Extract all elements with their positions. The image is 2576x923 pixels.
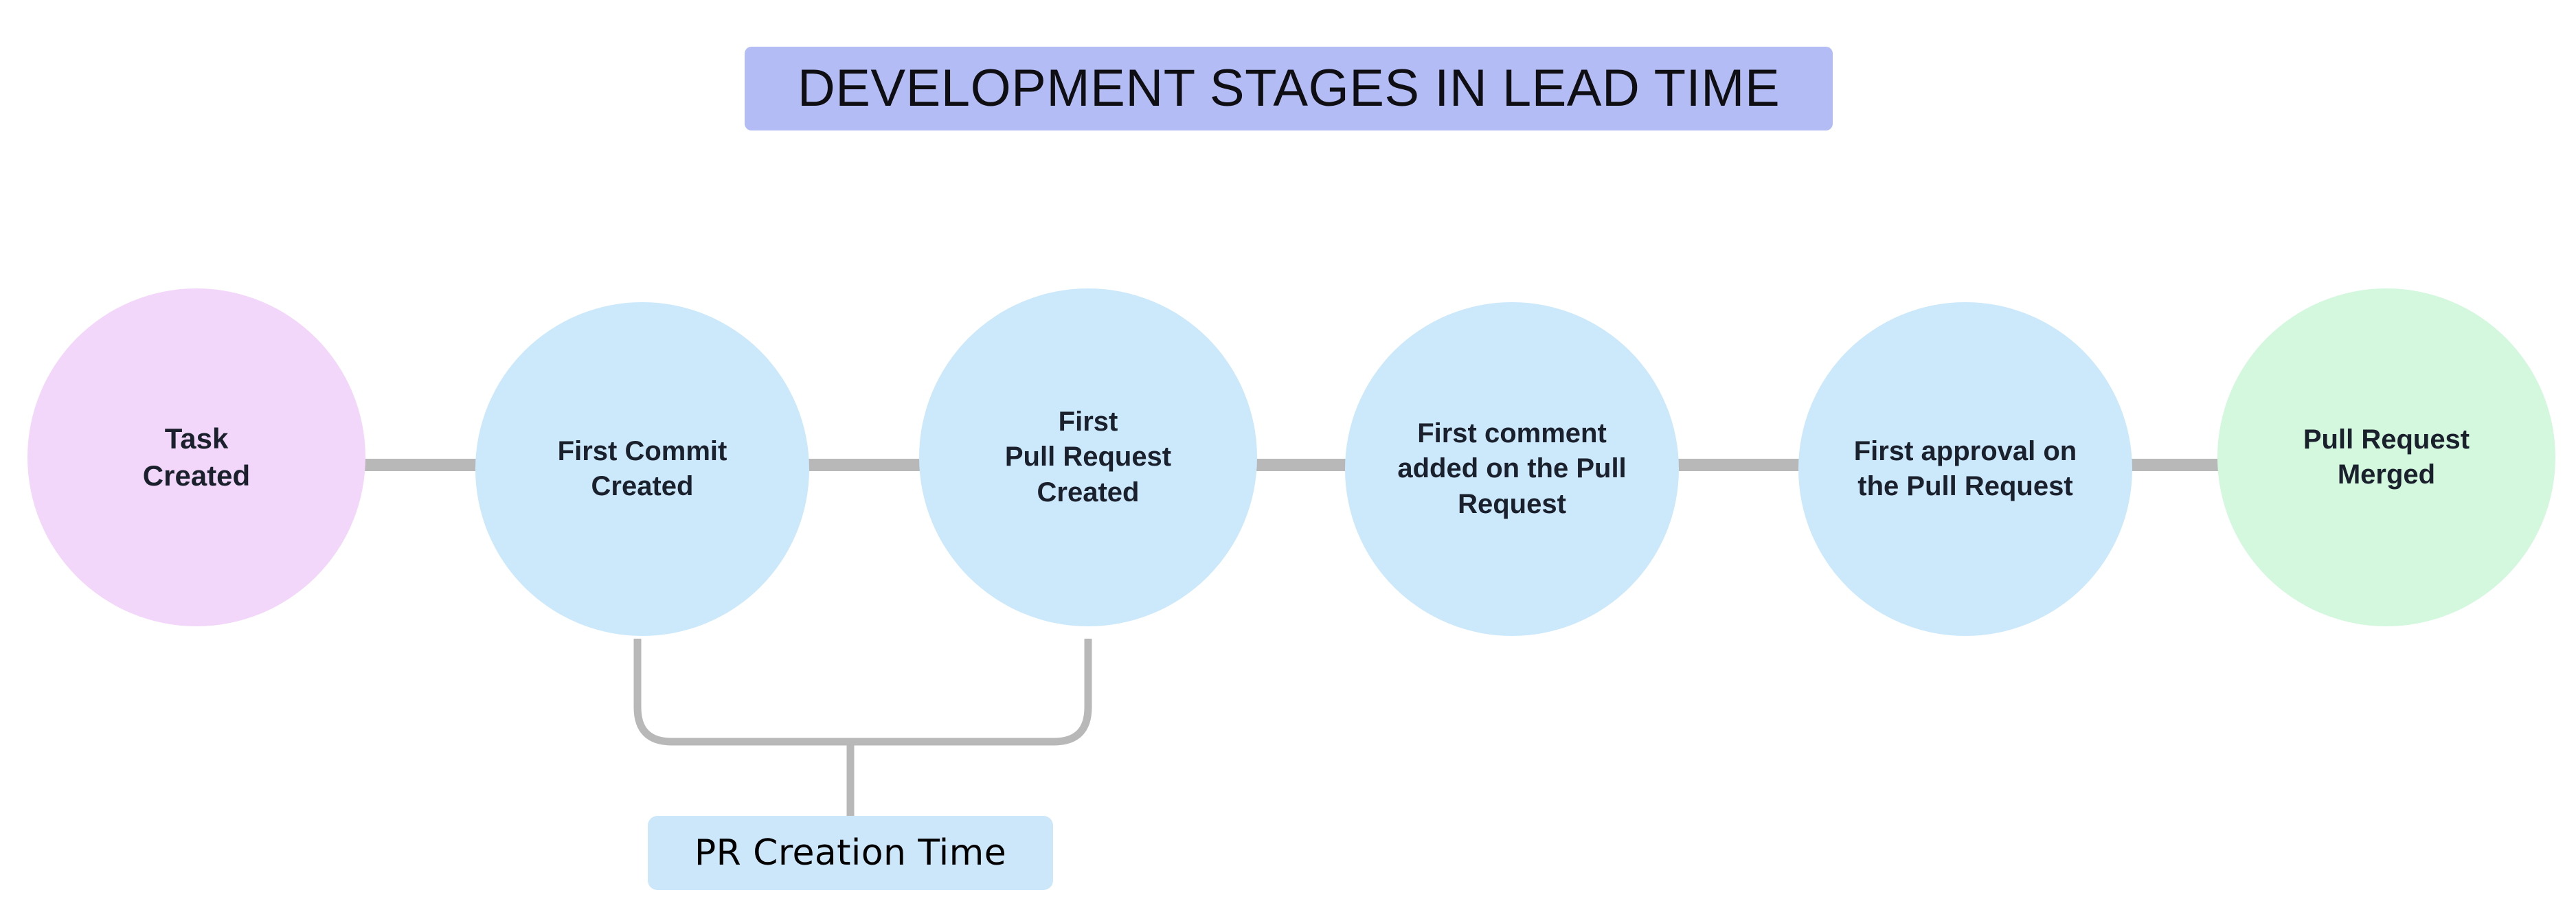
stage-node-task-created[interactable]: Task Created (27, 288, 365, 626)
stage-node-pull-request-merged[interactable]: Pull Request Merged (2217, 288, 2555, 626)
stage-label-first-comment-on-pull-request: First comment added on the Pull Request (1397, 418, 1627, 519)
page-title: DEVELOPMENT STAGES IN LEAD TIME (797, 59, 1781, 117)
stage-label-first-commit-created: First Commit Created (557, 435, 727, 501)
stage-node-first-comment-on-pull-request[interactable]: First comment added on the Pull Request (1345, 302, 1679, 636)
stage-label-first-approval-on-pull-request: First approval on the Pull Request (1853, 435, 2077, 501)
stage-node-first-commit-created[interactable]: First Commit Created (475, 302, 809, 636)
stage-node-first-approval-on-pull-request[interactable]: First approval on the Pull Request (1798, 302, 2132, 636)
diagram-title-banner: DEVELOPMENT STAGES IN LEAD TIME (745, 47, 1833, 130)
stage-label-task-created: Task Created (142, 422, 251, 492)
annotation-bracket (633, 639, 1092, 746)
annotation-label-pr-creation-time: PR Creation Time (694, 832, 1007, 874)
stage-label-first-pull-request-created: First Pull Request Created (1004, 407, 1172, 508)
stage-label-pull-request-merged: Pull Request Merged (2303, 424, 2470, 490)
stage-node-first-pull-request-created[interactable]: First Pull Request Created (919, 288, 1257, 626)
annotation-pr-creation-time[interactable]: PR Creation Time (648, 816, 1053, 890)
